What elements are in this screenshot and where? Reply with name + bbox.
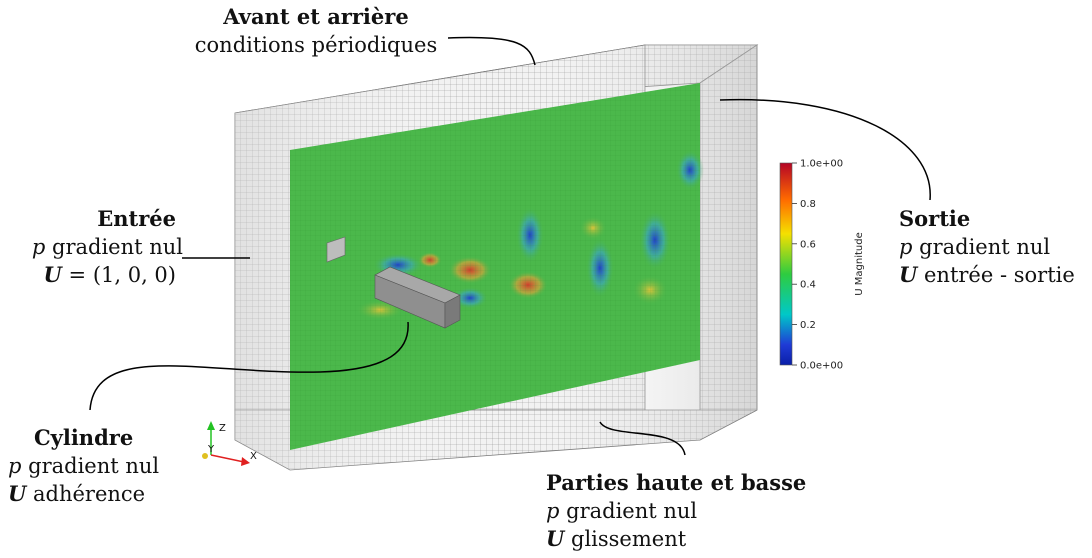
leader-avant — [447, 36, 536, 66]
leader-cylindre — [89, 321, 409, 411]
axis-y-label: Y — [207, 444, 215, 455]
axis-z-label: Z — [219, 423, 226, 434]
colorbar-title: U Magnitude — [854, 232, 865, 295]
label-parties: Parties haute et basse p gradient nul U … — [546, 470, 807, 551]
colorbar-tick-label: 0.4 — [800, 280, 816, 291]
cylinder-obstacle — [326, 236, 461, 329]
leader-parties — [599, 421, 686, 456]
colorbar-tick-label: 0.2 — [800, 320, 816, 331]
label-entree: Entrée p gradient nul U = (1, 0, 0) — [0, 205, 183, 289]
colorbar-tick-label: 0.8 — [800, 199, 816, 210]
colorbar: 1.0e+00 0.8 0.6 0.4 0.2 0.0e+00 U Magnitude — [779, 159, 865, 372]
axis-x-label: X — [250, 451, 257, 462]
colorbar-tick-label: 1.0e+00 — [800, 159, 843, 170]
velocity-slice — [290, 83, 704, 450]
label-parties-title: Parties haute et basse — [546, 470, 807, 495]
colorbar-tick-label: 0.0e+00 — [800, 361, 843, 372]
label-avant-arriere: Avant et arrière conditions périodiques — [185, 3, 447, 59]
label-sortie-title: Sortie — [899, 206, 971, 231]
colorbar-tick-label: 0.6 — [800, 239, 816, 250]
leader-sortie — [719, 98, 931, 201]
label-entree-title: Entrée — [97, 206, 176, 231]
label-avant-line1: conditions périodiques — [194, 33, 438, 57]
label-cylindre-title: Cylindre — [33, 425, 134, 450]
label-sortie: Sortie p gradient nul U entrée - sortie — [899, 206, 1075, 287]
label-avant-title: Avant et arrière — [223, 4, 409, 29]
axes-triad: Z Y X — [202, 421, 257, 466]
leader-lines — [89, 36, 931, 456]
label-cylindre: Cylindre p gradient nul U adhérence — [8, 425, 160, 506]
